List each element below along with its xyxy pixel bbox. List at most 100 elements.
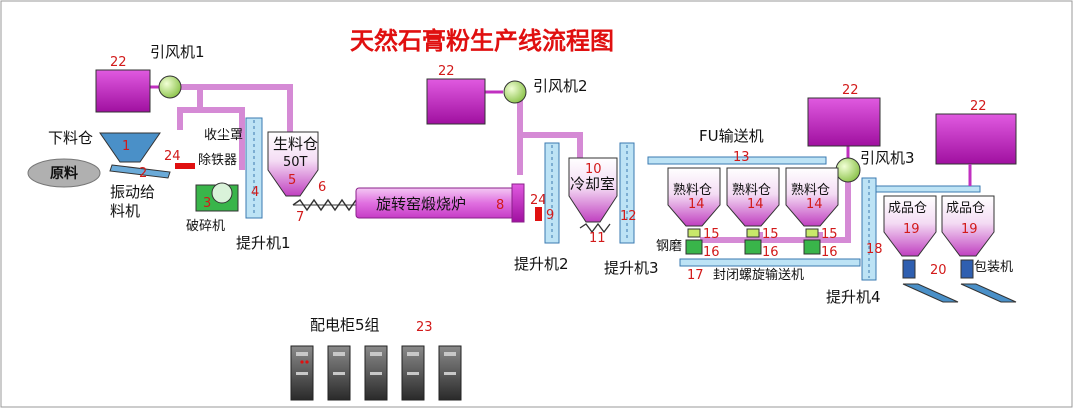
elevator-1-label: 提升机1 xyxy=(236,234,291,252)
duct-fan1-rawbin xyxy=(180,84,293,135)
valve-c xyxy=(805,228,819,238)
number-22-d: 22 xyxy=(970,99,987,114)
fan-connectors xyxy=(150,85,850,158)
screw-conveyor-label: 封闭螺旋输送机 xyxy=(713,267,804,283)
raw-bin-label-2: 50T xyxy=(283,155,308,170)
duct-fan1-dusthood xyxy=(197,87,245,170)
number-12: 12 xyxy=(620,209,637,224)
number-8: 8 xyxy=(496,198,504,213)
cabinet-group xyxy=(290,345,462,401)
cooling-room xyxy=(568,157,618,223)
packer-chute-b xyxy=(960,283,1017,303)
fu-conveyor xyxy=(647,156,827,165)
raw-bin-label-1: 生料仓 xyxy=(273,135,318,153)
rotary-kiln-label: 旋转窑煅烧炉 xyxy=(376,195,466,213)
cooked-bin-c xyxy=(785,167,839,227)
kiln-head xyxy=(511,183,525,223)
air-ducts xyxy=(177,84,851,243)
number-20: 20 xyxy=(930,263,947,278)
product-conveyor xyxy=(875,185,981,193)
number-7: 7 xyxy=(296,210,304,225)
number-15-c: 15 xyxy=(821,227,838,242)
number-11: 11 xyxy=(589,231,606,246)
number-13: 13 xyxy=(733,150,750,165)
cooked-bin-c-label: 熟料仓 xyxy=(791,182,830,198)
number-23: 23 xyxy=(416,320,433,335)
elevator-4-label: 提升机4 xyxy=(826,288,881,306)
packer-chute-a xyxy=(902,283,959,303)
iron-remover-2 xyxy=(535,207,542,221)
fan-3-icon xyxy=(835,157,861,183)
number-15-a: 15 xyxy=(703,227,720,242)
number-5: 5 xyxy=(288,173,296,188)
fan-3-label: 引风机3 xyxy=(860,149,915,167)
number-15-b: 15 xyxy=(762,227,779,242)
valve-b xyxy=(746,228,760,238)
number-17: 17 xyxy=(687,268,704,283)
feed-bin-label: 下料仓 xyxy=(48,129,93,147)
number-9: 9 xyxy=(546,208,554,223)
number-19-a: 19 xyxy=(903,222,920,237)
duct-drops xyxy=(757,232,823,240)
number-24-b: 24 xyxy=(530,193,547,208)
duct-hood xyxy=(177,107,200,130)
number-24-a: 24 xyxy=(164,149,181,164)
number-2: 2 xyxy=(139,166,147,181)
fan-1-icon xyxy=(158,75,182,99)
elevator-2-label: 提升机2 xyxy=(514,255,569,273)
product-bin-b xyxy=(941,195,995,257)
iron-remover-1 xyxy=(175,163,195,169)
number-22-a: 22 xyxy=(110,55,127,70)
number-16-c: 16 xyxy=(821,245,838,260)
number-18: 18 xyxy=(866,242,883,257)
cooked-bin-a xyxy=(667,167,721,227)
cooked-bin-group: 熟料仓 熟料仓 熟料仓 14 14 14 xyxy=(667,167,839,227)
cooked-bin-b xyxy=(726,167,780,227)
steel-mill-a xyxy=(685,239,703,255)
screw-conveyor xyxy=(679,258,861,267)
number-3: 3 xyxy=(203,196,211,211)
vibrating-feeder xyxy=(109,164,171,179)
raw-bin xyxy=(267,131,319,197)
number-14-a: 14 xyxy=(688,197,705,212)
fan-2-label: 引风机2 xyxy=(533,77,588,95)
number-4: 4 xyxy=(251,185,259,200)
product-bin-b-label: 成品仓 xyxy=(946,201,985,216)
iron-remover-label: 除铁器 xyxy=(198,153,237,168)
packer-a xyxy=(902,259,916,279)
cooling-room-label: 冷却室 xyxy=(570,175,615,193)
packer-label: 包装机 xyxy=(974,260,1013,275)
packer-b xyxy=(960,259,974,279)
steel-mill-b xyxy=(744,239,762,255)
raw-material-pile xyxy=(27,158,101,188)
dust-collector-2 xyxy=(426,78,486,125)
crusher-wheel-icon xyxy=(211,182,233,204)
number-14-c: 14 xyxy=(806,197,823,212)
cabinet-label: 配电柜5组 xyxy=(310,316,380,334)
number-19-b: 19 xyxy=(961,222,978,237)
dust-collector-1 xyxy=(95,69,151,113)
product-bin-a-label: 成品仓 xyxy=(888,201,927,216)
vibrating-feeder-label-2: 料机 xyxy=(110,202,140,220)
cooler-screw xyxy=(579,222,611,234)
number-1: 1 xyxy=(122,139,130,154)
cooked-bin-b-label: 熟料仓 xyxy=(732,182,771,198)
cooked-bin-a-label: 熟料仓 xyxy=(673,182,712,198)
steel-mill-group: 15 15 15 16 16 16 钢磨 xyxy=(656,227,838,260)
dust-collector-3 xyxy=(807,97,881,147)
number-22-b: 22 xyxy=(438,64,455,79)
number-14-b: 14 xyxy=(747,197,764,212)
crusher-label: 破碎机 xyxy=(186,219,225,234)
vibrating-feeder-label-1: 振动给 xyxy=(110,183,155,201)
number-10: 10 xyxy=(585,162,602,177)
dust-collector-4 xyxy=(935,113,1017,165)
product-bin-a xyxy=(883,195,937,257)
fan-1-label: 引风机1 xyxy=(150,43,205,61)
dust-hood-label: 收尘罩 xyxy=(204,128,243,143)
steel-mill-c xyxy=(803,239,821,255)
elevator-3-label: 提升机3 xyxy=(604,259,659,277)
fu-conveyor-label: FU输送机 xyxy=(699,127,764,145)
fan-2-icon xyxy=(503,80,527,104)
